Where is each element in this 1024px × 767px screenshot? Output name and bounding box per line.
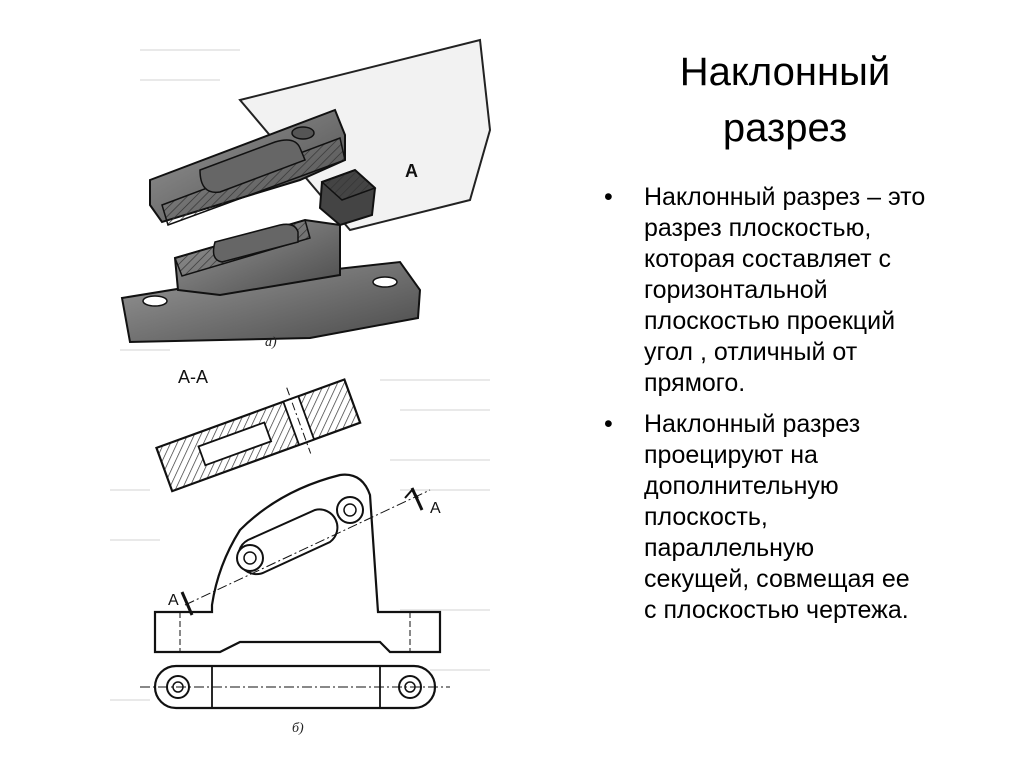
bullet-text-line: прямого. (644, 369, 746, 397)
bullet-list: • Наклонный разрез – это разрез плоскост… (598, 182, 968, 636)
arrow-label-left: А (168, 592, 179, 609)
front-view-outline (153, 473, 442, 654)
bullet-text-line: угол , отличный от (644, 338, 858, 366)
bullet-text-line: Наклонный разрез – это (644, 183, 926, 211)
engineering-drawing: А а) А-А (110, 38, 492, 736)
front-hole-right-inner (343, 503, 357, 517)
bullet-text-line: разрез плоскостью, (644, 214, 872, 242)
section-label: А-А (178, 367, 208, 387)
bullet-text-line: с плоскостью чертежа. (644, 596, 909, 624)
isometric-view: А а) (120, 38, 492, 350)
orthographic-views: А А б) (140, 473, 450, 736)
bullet-item-definition: • Наклонный разрез – это разрез плоскост… (598, 182, 968, 399)
section-slot (197, 421, 273, 467)
section-view: А-А (155, 367, 362, 493)
lower-slot (212, 223, 299, 263)
upper-hole (291, 126, 315, 140)
bullet-text-line: плоскостью проекций (644, 307, 896, 335)
slide-title: Наклонный разрез (600, 44, 970, 156)
cut-block-section (320, 169, 377, 201)
arrow-label-right: А (430, 500, 441, 517)
bullet-text-line: которая составляет с (644, 245, 891, 273)
bullet-text-line: горизонтальной (644, 276, 828, 304)
bullet-item-projection: • Наклонный разрез проецируют на дополни… (598, 409, 968, 626)
bullet-marker: • (604, 410, 613, 438)
arrow-right (404, 489, 419, 499)
cutting-line (184, 489, 431, 606)
bullet-text-line: секущей, совмещая ее (644, 565, 910, 593)
bullet-text-line: плоскость, (644, 503, 768, 531)
scan-background (110, 49, 490, 701)
caption-b: б) (292, 721, 304, 736)
base-hole-left (142, 295, 168, 307)
bullet-text-line: проецируют на (644, 441, 818, 469)
bullet-text-line: Наклонный разрез (644, 410, 861, 438)
bullet-marker: • (604, 183, 613, 211)
upper-slot (199, 139, 306, 194)
bullet-text-line: дополнительную (644, 472, 839, 500)
title-line-1: Наклонный (679, 50, 891, 94)
base-hole-right (372, 276, 398, 288)
title-line-2: разрез (722, 106, 848, 150)
caption-a: а) (265, 335, 277, 350)
bullet-text-line: параллельную (644, 534, 815, 562)
front-hole-left-inner (243, 551, 257, 565)
plane-label: А (405, 161, 418, 181)
